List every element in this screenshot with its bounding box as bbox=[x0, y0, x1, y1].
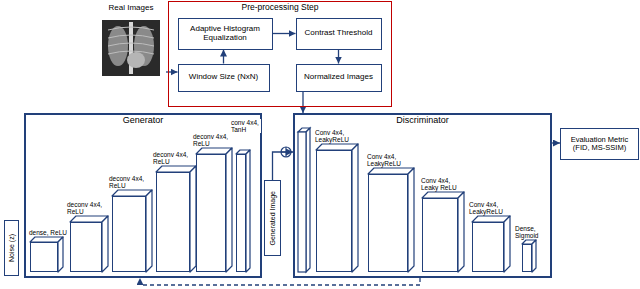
layer-block-outline bbox=[236, 154, 246, 272]
layer-block-face bbox=[146, 190, 152, 272]
layer-label: dense, ReLU bbox=[29, 229, 69, 236]
layer-label: Dense, Sigmoid bbox=[515, 225, 543, 239]
connector bbox=[302, 92, 303, 114]
layer-block-outline bbox=[422, 198, 458, 272]
layer-block-face bbox=[58, 237, 63, 272]
node-text: Real Images bbox=[96, 4, 166, 13]
layer-label: Conv 4x4, Leaky ReLU bbox=[421, 177, 467, 191]
connector bbox=[338, 50, 339, 64]
layer-block: Dense, Sigmoid bbox=[522, 244, 532, 272]
layer-block-face bbox=[352, 144, 358, 272]
node-text: Contrast Threshold bbox=[305, 29, 373, 38]
layer-block-face bbox=[156, 166, 196, 172]
layer-block-outline bbox=[112, 196, 146, 272]
node-text: Adaptive Histogram Equalization bbox=[181, 25, 270, 43]
layer-label: deconv 4x4, ReLU bbox=[109, 175, 151, 189]
layer-block-face bbox=[458, 192, 464, 272]
group-box: Generatordense, ReLUdeconv 4x4, ReLUdeco… bbox=[24, 113, 262, 278]
group-box: Pre-processing StepAdaptive Histogram Eq… bbox=[168, 1, 392, 107]
layer-block-face bbox=[246, 150, 250, 272]
group-heading: Pre-processing Step bbox=[169, 2, 391, 12]
layer-block-outline bbox=[522, 244, 532, 272]
layer-block-face bbox=[422, 192, 464, 198]
layer-block-face bbox=[102, 216, 108, 272]
layer-block-face bbox=[368, 168, 414, 174]
node-text: Normalized Images bbox=[304, 73, 373, 82]
layer-block: Conv 4x4, LeakyReLU bbox=[316, 150, 352, 272]
layer-block-outline bbox=[196, 154, 226, 272]
layer-block-face bbox=[112, 190, 152, 196]
layer-block-outline bbox=[368, 174, 408, 272]
node-text: Noise (z) bbox=[8, 234, 16, 262]
layer-block-face bbox=[190, 166, 196, 272]
group-heading: Generator bbox=[26, 115, 260, 126]
layer-label: deconv 4x4, ReLU bbox=[153, 151, 195, 165]
process-box: Contrast Threshold bbox=[296, 18, 382, 50]
layer-block: Conv 4x4, LeakyReLU bbox=[472, 222, 504, 272]
connector bbox=[140, 278, 420, 285]
xray-heart bbox=[127, 52, 145, 68]
group-heading: Discriminator bbox=[295, 115, 550, 126]
layer-block-face bbox=[532, 240, 536, 272]
process-box: Adaptive Histogram Equalization bbox=[178, 18, 273, 50]
connector bbox=[552, 142, 560, 143]
layer-block: dense, ReLU bbox=[30, 242, 58, 272]
layer-block: conv 4x4, TanH bbox=[236, 154, 246, 272]
process-box: Window Size (NxN) bbox=[178, 64, 270, 92]
layer-block: deconv 4x4, ReLU bbox=[70, 222, 102, 272]
layer-block-face bbox=[408, 168, 414, 272]
layer-block: Conv 4x4, LeakyReLU bbox=[368, 174, 408, 272]
layer-label: deconv 4x4, ReLU bbox=[67, 201, 109, 215]
layer-block: Conv 4x4, Leaky ReLU bbox=[422, 198, 458, 272]
group-box: DiscriminatorConv 4x4, LeakyReLUConv 4x4… bbox=[293, 113, 552, 278]
connector bbox=[223, 50, 224, 64]
xray-lung bbox=[108, 26, 128, 66]
layer-block-outline bbox=[316, 150, 352, 272]
io-box: Generated Image bbox=[264, 180, 281, 256]
layer-block-face bbox=[504, 216, 510, 272]
input-bar bbox=[298, 132, 306, 272]
layer-label: Conv 4x4, LeakyReLU bbox=[469, 201, 509, 215]
input-bar-side bbox=[306, 128, 310, 272]
layer-label: Conv 4x4, LeakyReLU bbox=[315, 129, 359, 143]
layer-label: Conv 4x4, LeakyReLU bbox=[367, 153, 411, 167]
layer-block: deconv 4x4, ReLU bbox=[156, 172, 190, 272]
node-text: Generated Image bbox=[269, 191, 277, 245]
node-text: Evaluation Metric (FID, MS-SSIM) bbox=[563, 136, 636, 153]
io-box: Noise (z) bbox=[4, 220, 19, 276]
node-text: Window Size (NxN) bbox=[189, 73, 258, 82]
process-box: Evaluation Metric (FID, MS-SSIM) bbox=[560, 128, 639, 160]
connector bbox=[273, 33, 296, 34]
layer-block-outline bbox=[156, 172, 190, 272]
layer-label: deconv 4x4, ReLU bbox=[193, 133, 233, 147]
layer-block-outline bbox=[30, 242, 58, 272]
process-box: Normalized Images bbox=[296, 64, 382, 92]
layer-label: conv 4x4, TanH bbox=[231, 119, 261, 133]
layer-block: deconv 4x4, ReLU bbox=[112, 196, 146, 272]
layer-block: deconv 4x4, ReLU bbox=[196, 154, 226, 272]
layer-block-face bbox=[316, 144, 358, 150]
layer-block-outline bbox=[472, 222, 504, 272]
connector bbox=[273, 152, 294, 180]
layer-block-outline bbox=[70, 222, 102, 272]
xray-image bbox=[102, 20, 160, 76]
layer-block-face bbox=[226, 148, 232, 272]
image-node: Real Images bbox=[96, 4, 166, 80]
xray-ribs bbox=[108, 27, 154, 54]
